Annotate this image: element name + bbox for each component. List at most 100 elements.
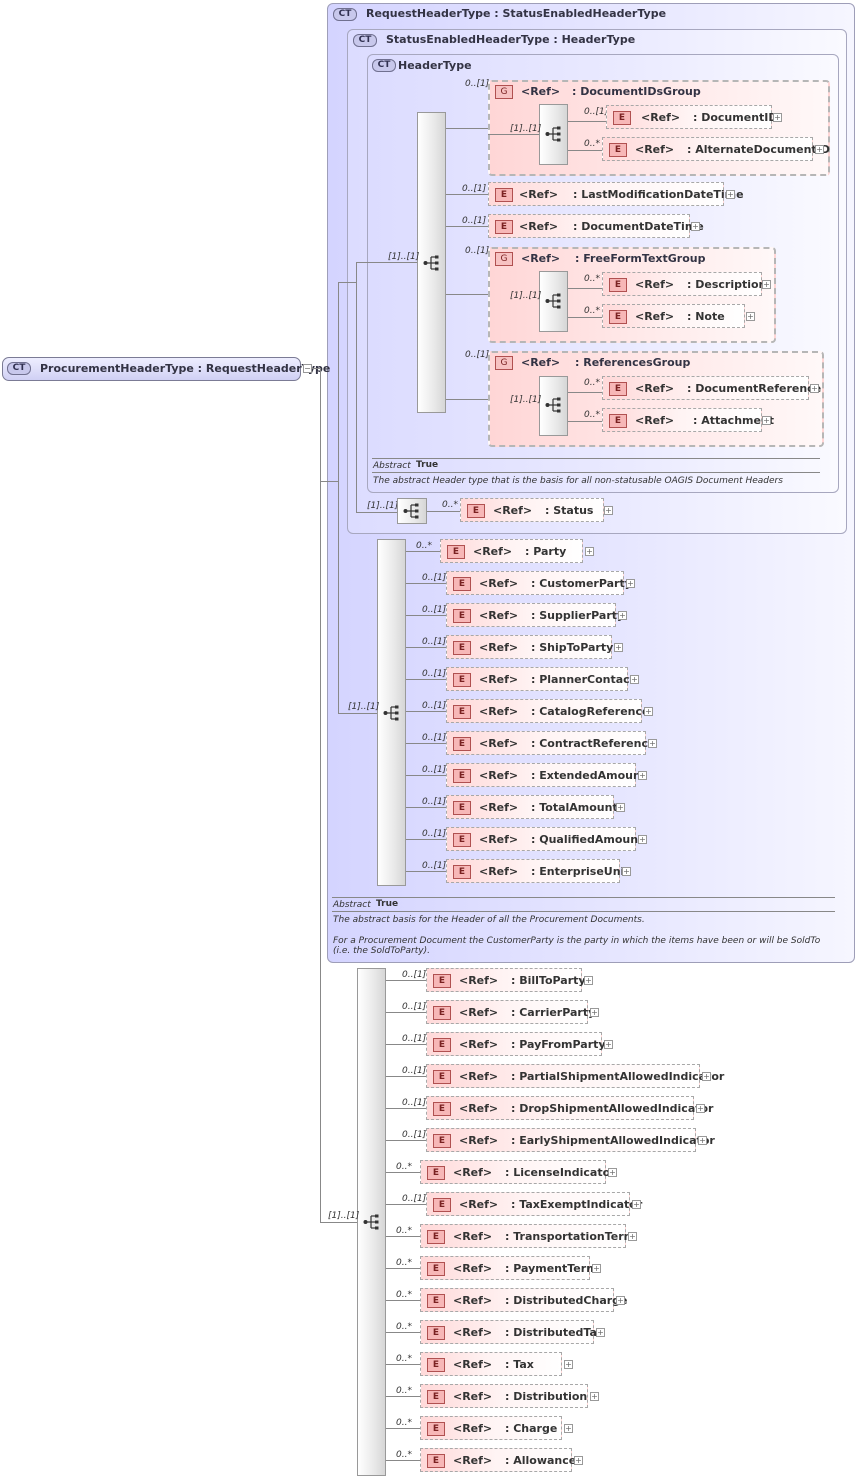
element-taxexemptindicator[interactable]: E<Ref>: TaxExemptIndicator [426, 1192, 642, 1216]
element-totalamount[interactable]: E<Ref>: TotalAmount [446, 795, 618, 819]
element-transportationterm[interactable]: E<Ref>: TransportationTerm [420, 1224, 635, 1248]
element-plannercontact[interactable]: E<Ref>: PlannerContact [446, 667, 635, 691]
element-name: : AlternateDocumentID [687, 143, 830, 156]
cardinality-label: 0..* [396, 1450, 412, 1460]
expand-icon[interactable]: + [702, 1072, 711, 1081]
expand-icon[interactable]: + [564, 1360, 573, 1369]
document-id-card: 0..[1] [584, 107, 609, 117]
expand-icon[interactable]: + [638, 771, 647, 780]
element-paymentterm[interactable]: E<Ref>: PaymentTerm [420, 1256, 598, 1280]
element-supplierparty[interactable]: E<Ref>: SupplierParty [446, 603, 624, 627]
element-name: : TransportationTerm [505, 1230, 636, 1243]
expand-icon[interactable]: + [746, 312, 755, 321]
element-name: : ContractReference [531, 737, 656, 750]
alternate-document-id-element[interactable]: E <Ref> : AlternateDocumentID [602, 137, 830, 161]
cardinality-label: 0..[1] [402, 1002, 427, 1012]
expand-icon[interactable]: + [616, 803, 625, 812]
element-billtoparty[interactable]: E<Ref>: BillToParty [426, 968, 586, 992]
element-party[interactable]: E<Ref>: Party [440, 539, 583, 563]
element-contractreference[interactable]: E<Ref>: ContractReference [446, 731, 655, 755]
expand-icon[interactable]: + [632, 1200, 641, 1209]
note-element[interactable]: E <Ref> : Note [602, 304, 745, 328]
element-icon: E [453, 769, 471, 783]
expand-icon[interactable]: + [762, 280, 771, 289]
element-partialshipmentallowedindicator[interactable]: E<Ref>: PartialShipmentAllowedIndicator [426, 1064, 724, 1088]
expand-icon[interactable]: + [626, 579, 635, 588]
expand-icon[interactable]: + [574, 1456, 583, 1465]
cardinality-label: 0..[1] [422, 861, 447, 871]
element-enterpriseunit[interactable]: E<Ref>: EnterpriseUnit [446, 859, 630, 883]
expand-icon[interactable]: + [622, 867, 631, 876]
attachment-element[interactable]: E <Ref> : Attachment [602, 408, 774, 432]
expand-icon[interactable]: + [618, 611, 627, 620]
expand-icon[interactable]: + [648, 739, 657, 748]
expand-icon[interactable]: + [614, 643, 623, 652]
element-licenseindicator[interactable]: E<Ref>: LicenseIndicator [420, 1160, 616, 1184]
element-tax[interactable]: E<Ref>: Tax [420, 1352, 562, 1376]
ref-label: <Ref> [453, 1166, 493, 1179]
expand-icon[interactable]: + [726, 190, 735, 199]
element-name: : Tax [505, 1358, 534, 1371]
element-qualifiedamount[interactable]: E<Ref>: QualifiedAmount [446, 827, 643, 851]
element-distributedcharge[interactable]: E<Ref>: DistributedCharge [420, 1288, 628, 1312]
status-enabled-title: StatusEnabledHeaderType : HeaderType [386, 33, 636, 46]
document-id-element[interactable]: E <Ref> : DocumentID [606, 105, 778, 129]
expand-icon[interactable]: + [584, 976, 593, 985]
element-customerparty[interactable]: E<Ref>: CustomerParty [446, 571, 632, 595]
element-name: : DocumentReference [687, 382, 822, 395]
element-icon: E [427, 1422, 445, 1436]
expand-icon[interactable]: + [616, 1296, 625, 1305]
expand-icon[interactable]: + [815, 145, 824, 154]
last-modification-element[interactable]: E <Ref> : LastModificationDateTime [488, 182, 744, 206]
element-earlyshipmentallowedindicator[interactable]: E<Ref>: EarlyShipmentAllowedIndicator [426, 1128, 715, 1152]
expand-icon[interactable]: + [628, 1232, 637, 1241]
expand-icon[interactable]: + [810, 384, 819, 393]
root-type-node[interactable] [2, 357, 301, 381]
element-icon: E [427, 1294, 445, 1308]
element-shiptoparty[interactable]: E<Ref>: ShipToParty [446, 635, 613, 659]
root-collapse-icon[interactable]: − [303, 364, 312, 373]
ref-label: <Ref> [493, 504, 533, 517]
ref-label: <Ref> [459, 1070, 499, 1083]
expand-icon[interactable]: + [564, 1424, 573, 1433]
element-dropshipmentallowedindicator[interactable]: E<Ref>: DropShipmentAllowedIndicator [426, 1096, 714, 1120]
element-extendedamount[interactable]: E<Ref>: ExtendedAmount [446, 763, 646, 787]
expand-icon[interactable]: + [698, 1136, 707, 1145]
element-carrierparty[interactable]: E<Ref>: CarrierParty [426, 1000, 595, 1024]
expand-icon[interactable]: + [590, 1008, 599, 1017]
expand-icon[interactable]: + [596, 1328, 605, 1337]
element-payfromparty[interactable]: E<Ref>: PayFromParty [426, 1032, 606, 1056]
element-name: : Allowance [505, 1454, 577, 1467]
document-reference-element[interactable]: E <Ref> : DocumentReference [602, 376, 821, 400]
expand-icon[interactable]: + [762, 416, 771, 425]
expand-icon[interactable]: + [638, 835, 647, 844]
status-sequence[interactable] [397, 498, 427, 524]
status-element[interactable]: E <Ref> : Status [460, 498, 604, 522]
element-charge[interactable]: E<Ref>: Charge [420, 1416, 562, 1440]
description-element[interactable]: E <Ref> : Description [602, 272, 766, 296]
expand-icon[interactable]: + [585, 547, 594, 556]
ref-label: <Ref> [519, 220, 559, 233]
group-icon: G [495, 85, 513, 99]
element-distributedtax[interactable]: E<Ref>: DistributedTax [420, 1320, 604, 1344]
element-distribution[interactable]: E<Ref>: Distribution [420, 1384, 588, 1408]
element-catalogreference[interactable]: E<Ref>: CatalogReference [446, 699, 649, 723]
expand-icon[interactable]: + [592, 1264, 601, 1273]
doc-ids-ref: <Ref> [521, 85, 561, 98]
expand-icon[interactable]: + [604, 1040, 613, 1049]
expand-icon[interactable]: + [691, 222, 700, 231]
expand-icon[interactable]: + [608, 1168, 617, 1177]
element-icon: E [427, 1262, 445, 1276]
expand-icon[interactable]: + [604, 506, 613, 515]
document-date-time-element[interactable]: E <Ref> : DocumentDateTime [488, 214, 704, 238]
element-icon: E [453, 865, 471, 879]
expand-icon[interactable]: + [773, 113, 782, 122]
expand-icon[interactable]: + [630, 675, 639, 684]
request-sequence[interactable] [377, 539, 406, 886]
expand-icon[interactable]: + [590, 1392, 599, 1401]
element-allowance[interactable]: E<Ref>: Allowance [420, 1448, 576, 1472]
expand-icon[interactable]: + [696, 1104, 705, 1113]
request-seq-card: [1]..[1] [348, 702, 380, 712]
expand-icon[interactable]: + [644, 707, 653, 716]
element-name: : DistributedTax [505, 1326, 605, 1339]
